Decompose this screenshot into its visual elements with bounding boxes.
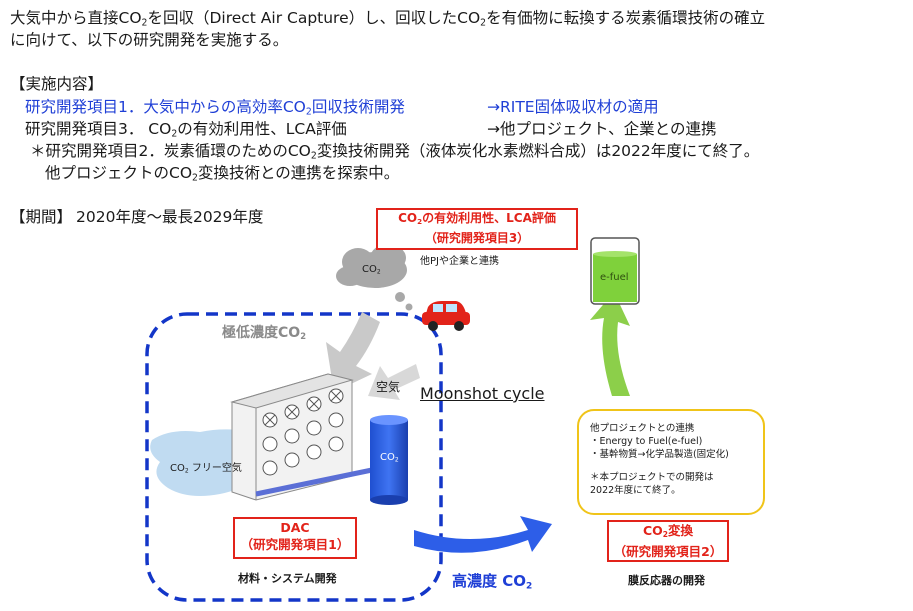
lca-evaluation-box: CO2の有効利用性、LCA評価 （研究開発項目3）: [376, 208, 578, 250]
moonshot-cycle-label: Moonshot cycle: [420, 384, 545, 403]
efuel-beaker-icon: [590, 237, 640, 305]
research-item-3-arrow: →他プロジェクト、企業との連携: [487, 120, 717, 138]
co2-tank-icon: [370, 415, 408, 505]
info-line: 他プロジェクトとの連携: [590, 423, 695, 434]
co2-conversion-box: CO2変換 （研究開発項目2）: [607, 520, 729, 562]
conversion-info-text: 他プロジェクトとの連携 ・Energy to Fuel(e-fuel) ・基幹物…: [590, 422, 762, 497]
low-concentration-label: 極低濃度CO2: [222, 325, 307, 342]
conversion-info-box: [577, 409, 765, 515]
co2-cloud-icon: [336, 244, 413, 311]
period-line: 【期間】2020年度～最長2029年度: [10, 208, 264, 226]
intro-line-2: に向けて、以下の研究開発を実施する。: [10, 31, 289, 49]
info-line: ・Energy to Fuel(e-fuel): [590, 436, 703, 447]
high-conc-flow-arrow: [414, 516, 552, 553]
air-inflow-arrow: [368, 364, 420, 400]
info-line: ・基幹物質→化学品製造(固定化): [590, 449, 729, 460]
conversion-caption: 膜反応器の開発: [628, 574, 705, 587]
car-icon: [422, 301, 470, 331]
lca-collab-note: 他PJや企業と連携: [420, 256, 499, 267]
research-item-1: 研究開発項目1．大気中からの高効率CO2回収技術開発: [25, 98, 405, 118]
research-item-3: 研究開発項目3． CO2の有効利用性、LCA評価: [25, 120, 347, 140]
low-conc-inflow-arrow: [326, 312, 380, 392]
cloud-label: CO2: [362, 264, 381, 276]
efuel-label: e-fuel: [600, 272, 629, 283]
dac-boundary: [145, 312, 443, 602]
tank-label: CO2: [380, 452, 399, 464]
note-item-2-cont: 他プロジェクトのCO2変換技術との連携を探索中。: [45, 164, 400, 184]
info-line: 2022年度にて終了。: [590, 485, 681, 496]
content-heading: 【実施内容】: [10, 75, 104, 93]
note-item-2: ＊研究開発項目2．炭素循環のためのCO2変換技術開発（液体炭化水素燃料合成）は2…: [30, 142, 760, 162]
intro-line-1: 大気中から直接CO2を回収（Direct Air Capture）し、回収したC…: [10, 9, 766, 29]
efuel-flow-arrow: [590, 292, 630, 396]
co2-free-air-label: CO2 フリー空気: [170, 463, 242, 475]
info-line: ＊本プロジェクトでの開発は: [590, 472, 714, 483]
research-item-1-arrow: →RITE固体吸収材の適用: [487, 98, 659, 116]
high-concentration-label: 高濃度 CO2: [452, 572, 533, 592]
dac-unit-icon: [230, 373, 373, 501]
dac-caption: 材料・システム開発: [238, 572, 337, 585]
air-label: 空気: [376, 380, 401, 394]
dac-box: DAC （研究開発項目1）: [233, 517, 357, 559]
